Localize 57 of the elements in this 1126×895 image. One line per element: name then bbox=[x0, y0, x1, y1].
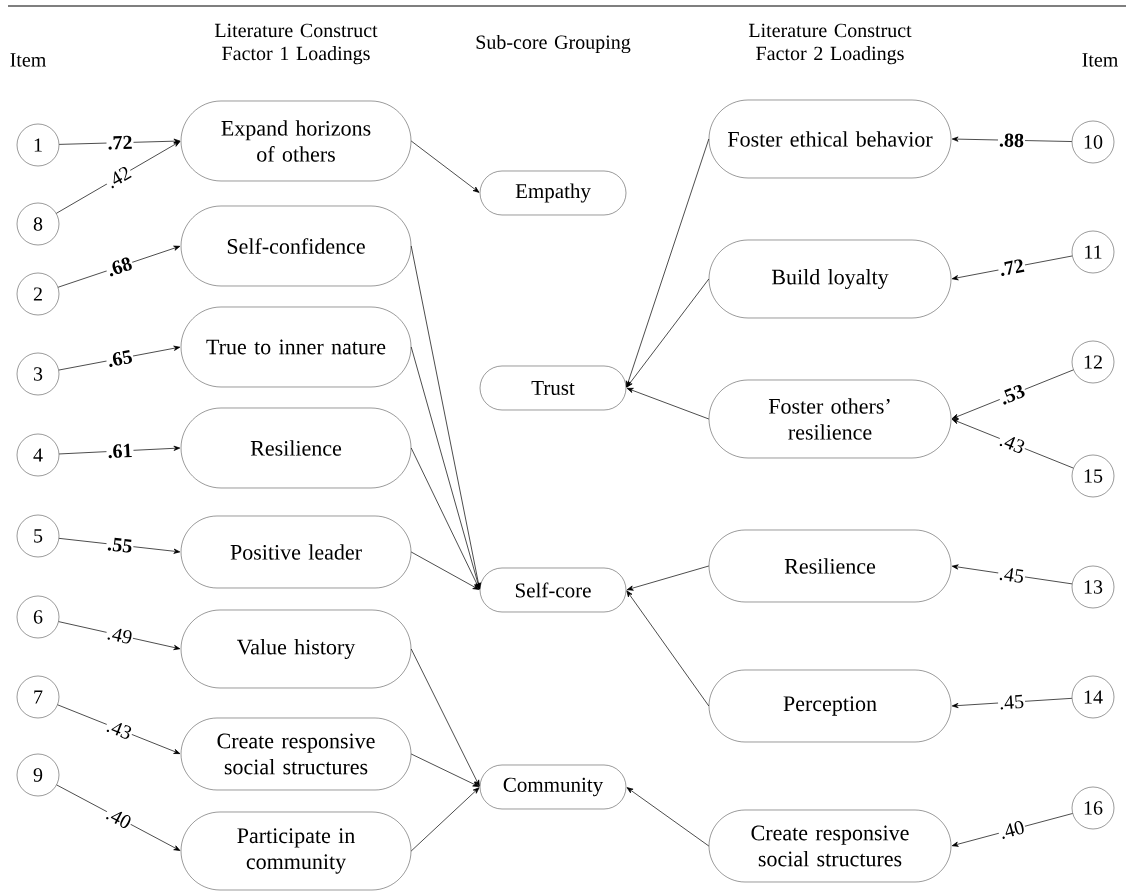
column-heading: Literature Construct Factor 2 Loadings bbox=[748, 23, 912, 65]
arrow bbox=[410, 140, 480, 193]
arrow bbox=[410, 753, 480, 787]
construct-box: Perception bbox=[708, 669, 952, 743]
construct-box: Participate in community bbox=[180, 811, 412, 891]
arrow bbox=[58, 345, 181, 371]
arrow bbox=[626, 388, 710, 420]
construct-box: Create responsive social structures bbox=[180, 717, 412, 791]
loading-label: .61 bbox=[106, 442, 134, 460]
arrow bbox=[410, 551, 480, 590]
loading-label: .72 bbox=[997, 257, 1027, 278]
arrow bbox=[56, 784, 181, 851]
construct-box: Resilience bbox=[180, 407, 412, 489]
construct-box: Self-confidence bbox=[180, 205, 412, 287]
arrow bbox=[410, 648, 480, 787]
construct-box: Expand horizons of others bbox=[180, 100, 412, 182]
loading-label: .49 bbox=[104, 624, 135, 646]
loading-label: .45 bbox=[997, 565, 1027, 585]
loading-label: .53 bbox=[996, 382, 1028, 407]
column-heading: Sub-core Grouping bbox=[476, 34, 631, 54]
arrow bbox=[410, 245, 481, 590]
loading-label: .88 bbox=[997, 132, 1026, 149]
arrow bbox=[626, 565, 710, 591]
construct-box: True to inner nature bbox=[180, 306, 412, 388]
loading-label: .43 bbox=[996, 431, 1028, 456]
loading-label: .40 bbox=[103, 804, 135, 832]
loading-label: .55 bbox=[105, 536, 135, 555]
construct-box: Build loyalty bbox=[708, 239, 952, 319]
construct-box: Foster ethical behavior bbox=[708, 99, 952, 179]
loading-label: .45 bbox=[997, 693, 1026, 711]
loading-label: .72 bbox=[106, 134, 134, 151]
loading-label: .65 bbox=[105, 348, 135, 369]
construct-box: Resilience bbox=[708, 529, 952, 603]
arrow bbox=[58, 538, 181, 554]
construct-box: Create responsive social structures bbox=[708, 809, 952, 883]
arrow bbox=[626, 278, 710, 388]
loading-label: .68 bbox=[104, 254, 135, 279]
arrow bbox=[625, 138, 710, 388]
arrow bbox=[626, 590, 710, 707]
arrow bbox=[410, 787, 480, 852]
arrow bbox=[410, 447, 480, 590]
loading-label: .42 bbox=[103, 163, 135, 191]
group-box: Community bbox=[479, 764, 627, 810]
column-heading: Item bbox=[10, 53, 46, 67]
arrow bbox=[57, 245, 181, 288]
column-heading: Item bbox=[1082, 53, 1119, 67]
arrow bbox=[626, 787, 710, 847]
arrow bbox=[56, 141, 181, 214]
loading-label: .40 bbox=[996, 818, 1027, 841]
group-box: Self-core bbox=[479, 567, 627, 613]
column-heading: Literature Construct Factor 1 Loadings bbox=[214, 23, 378, 65]
group-box: Trust bbox=[479, 365, 627, 411]
construct-box: Value history bbox=[180, 609, 412, 689]
construct-box: Foster others’ resilience bbox=[708, 379, 952, 459]
loading-label: .43 bbox=[103, 717, 135, 742]
construct-box: Positive leader bbox=[180, 515, 412, 589]
group-box: Empathy bbox=[479, 170, 627, 216]
